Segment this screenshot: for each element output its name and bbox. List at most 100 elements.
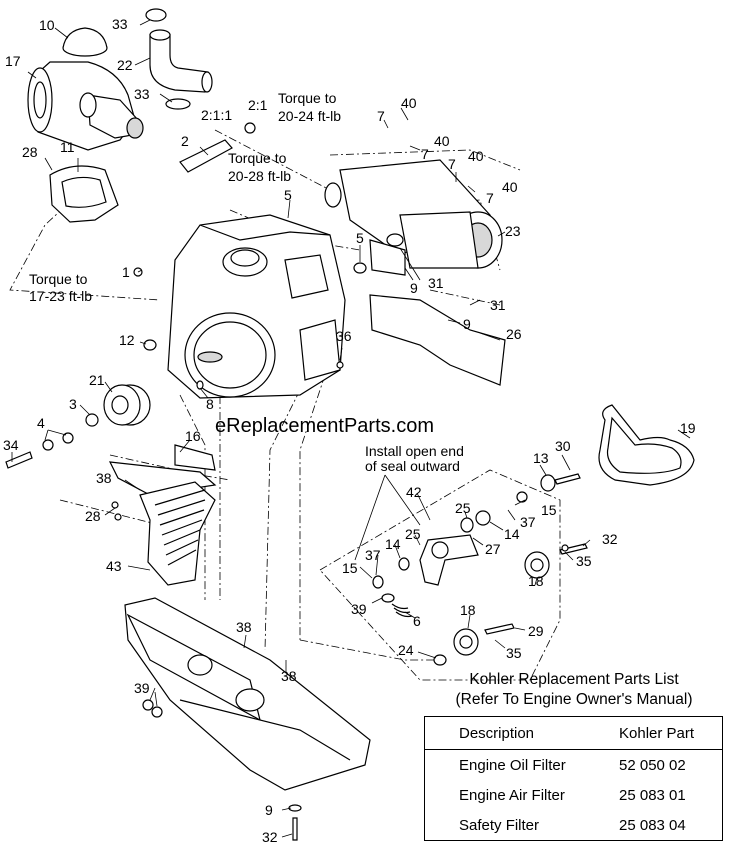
callout-18: 18 bbox=[460, 602, 476, 618]
callout-15: 15 bbox=[541, 502, 557, 518]
callout-36: 36 bbox=[336, 328, 352, 344]
callout-40: 40 bbox=[502, 179, 518, 195]
callout-32: 32 bbox=[602, 531, 618, 547]
callout-12: 12 bbox=[119, 332, 135, 348]
callout-38: 38 bbox=[96, 470, 112, 486]
callout-7: 7 bbox=[377, 108, 385, 124]
callout-40: 40 bbox=[401, 95, 417, 111]
ratio-note: 2:1 bbox=[248, 97, 268, 113]
table-row: Safety Filter 25 083 04 bbox=[425, 810, 723, 841]
torque-note: 17-23 ft-lb bbox=[29, 288, 92, 304]
callout-24: 24 bbox=[398, 642, 414, 658]
callout-35: 35 bbox=[576, 553, 592, 569]
leader-lines bbox=[11, 19, 691, 838]
callout-5: 5 bbox=[356, 230, 364, 246]
callout-21: 21 bbox=[89, 372, 105, 388]
ratio-note: 2:1:1 bbox=[201, 107, 232, 123]
parts-list-subtitle: (Refer To Engine Owner's Manual) bbox=[455, 691, 693, 708]
parts-list-title: Kohler Replacement Parts List bbox=[469, 671, 679, 688]
part-number: 52 050 02 bbox=[619, 756, 686, 774]
callout-9: 9 bbox=[463, 316, 471, 332]
callout-32: 32 bbox=[262, 829, 278, 845]
callout-34: 34 bbox=[3, 437, 19, 453]
air-cleaner-assembly bbox=[27, 8, 213, 223]
callout-10: 10 bbox=[39, 17, 55, 33]
callout-3: 3 bbox=[69, 396, 77, 412]
callout-22: 22 bbox=[117, 57, 133, 73]
callout-1: 1 bbox=[122, 264, 130, 280]
callout-9: 9 bbox=[410, 280, 418, 296]
column-header-part: Kohler Part bbox=[609, 716, 723, 750]
callout-17: 17 bbox=[5, 53, 21, 69]
callout-7: 7 bbox=[486, 190, 494, 206]
callout-31: 31 bbox=[490, 297, 506, 313]
callout-19: 19 bbox=[680, 420, 696, 436]
callout-11: 11 bbox=[60, 139, 75, 155]
callout-18: 18 bbox=[528, 573, 544, 589]
seal-note: Install open end bbox=[365, 443, 464, 459]
callout-38: 38 bbox=[236, 619, 252, 635]
belt-guard bbox=[108, 444, 217, 586]
torque-note: Torque to bbox=[29, 271, 88, 287]
drive-belt bbox=[598, 404, 695, 486]
callout-25: 25 bbox=[455, 500, 471, 516]
callout-37: 37 bbox=[520, 514, 536, 530]
callout-16: 16 bbox=[185, 428, 201, 444]
callout-29: 29 bbox=[528, 623, 544, 639]
callout-33: 33 bbox=[134, 86, 150, 102]
part-number: 25 083 04 bbox=[619, 816, 686, 834]
callout-numbers: 10 33 17 22 33 28 11 2 5 5 23 9 31 31 9 … bbox=[3, 16, 696, 845]
callout-15: 15 bbox=[342, 560, 358, 576]
callout-7: 7 bbox=[448, 156, 456, 172]
callout-5: 5 bbox=[284, 187, 292, 203]
seal-note: of seal outward bbox=[365, 458, 460, 474]
callout-8: 8 bbox=[206, 396, 214, 412]
callout-14: 14 bbox=[504, 526, 520, 542]
assembly-notes: 2:1 2:1:1 Torque to 20-24 ft-lb Torque t… bbox=[29, 90, 464, 474]
callout-23: 23 bbox=[505, 223, 521, 239]
table-row: Engine Oil Filter 52 050 02 bbox=[425, 750, 723, 781]
parts-table: Description Kohler Part Engine Oil Filte… bbox=[424, 716, 723, 841]
column-header-description: Description bbox=[424, 716, 609, 750]
callout-9: 9 bbox=[265, 802, 273, 818]
part-description: Engine Air Filter bbox=[459, 786, 565, 804]
callout-14: 14 bbox=[385, 536, 401, 552]
callout-13: 13 bbox=[533, 450, 549, 466]
callout-33: 33 bbox=[112, 16, 128, 32]
callout-38: 38 bbox=[281, 668, 297, 684]
callout-43: 43 bbox=[106, 558, 122, 574]
callout-25: 25 bbox=[405, 526, 421, 542]
callout-27: 27 bbox=[485, 541, 501, 557]
watermark: eReplacementParts.com bbox=[215, 415, 434, 437]
callout-4: 4 bbox=[37, 415, 45, 431]
table-row: Engine Air Filter 25 083 01 bbox=[425, 780, 723, 810]
pulley-assembly bbox=[5, 384, 151, 469]
mower-frame bbox=[124, 597, 371, 841]
callout-28: 28 bbox=[85, 508, 101, 524]
callout-28: 28 bbox=[22, 144, 38, 160]
engine-block bbox=[133, 214, 346, 399]
torque-note: Torque to bbox=[228, 150, 287, 166]
callout-37: 37 bbox=[365, 547, 381, 563]
callout-6: 6 bbox=[413, 613, 421, 629]
idler-assembly bbox=[372, 473, 588, 666]
callout-31: 31 bbox=[428, 275, 444, 291]
part-description: Safety Filter bbox=[459, 816, 540, 834]
kohler-parts-list: Kohler Replacement Parts List (Refer To … bbox=[424, 670, 724, 841]
part-number: 25 083 01 bbox=[619, 786, 686, 804]
callout-26: 26 bbox=[506, 326, 522, 342]
callout-30: 30 bbox=[555, 438, 571, 454]
table-header-row: Description Kohler Part bbox=[424, 716, 723, 750]
torque-note: 20-28 ft-lb bbox=[228, 168, 291, 184]
muffler-assembly bbox=[179, 122, 506, 386]
callout-40: 40 bbox=[434, 133, 450, 149]
callout-39: 39 bbox=[351, 601, 367, 617]
callout-35: 35 bbox=[506, 645, 522, 661]
callout-42: 42 bbox=[406, 484, 422, 500]
torque-note: 20-24 ft-lb bbox=[278, 108, 341, 124]
part-description: Engine Oil Filter bbox=[459, 756, 566, 774]
callout-39: 39 bbox=[134, 680, 150, 696]
callout-7: 7 bbox=[421, 146, 429, 162]
callout-40: 40 bbox=[468, 148, 484, 164]
